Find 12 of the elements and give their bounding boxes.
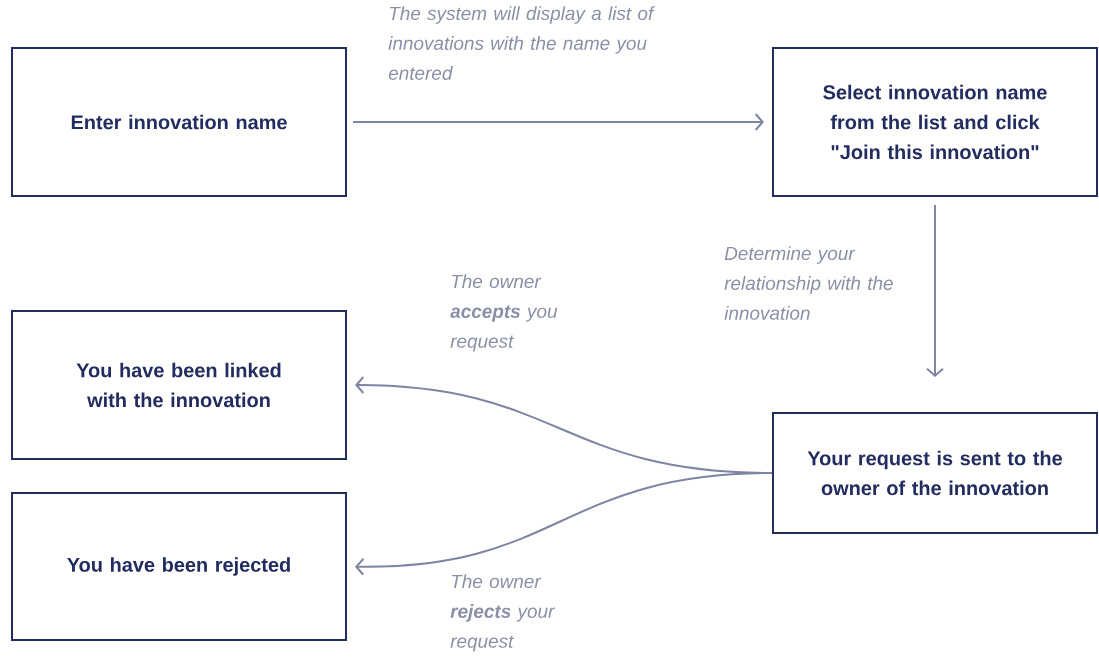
edge-label: The owner accepts you request [450, 274, 558, 352]
arrow [355, 472, 773, 576]
process-box: You have been rejected [11, 492, 347, 641]
edge-label: The owner rejects your request [450, 574, 555, 652]
arrow [352, 113, 764, 131]
arrow [926, 204, 944, 377]
edge-label: The system will display a list of innovations with the name you entered [388, 6, 655, 80]
process-box: Select innovation name from the list and click "Join this innovation" [772, 47, 1098, 197]
process-box: Enter innovation name [11, 47, 347, 197]
process-box: Your request is sent to the owner of the innovation [772, 412, 1098, 534]
process-box: You have been linked with the innovation [11, 310, 347, 460]
edge-label: Determine your relationship with the innovation [724, 246, 893, 320]
